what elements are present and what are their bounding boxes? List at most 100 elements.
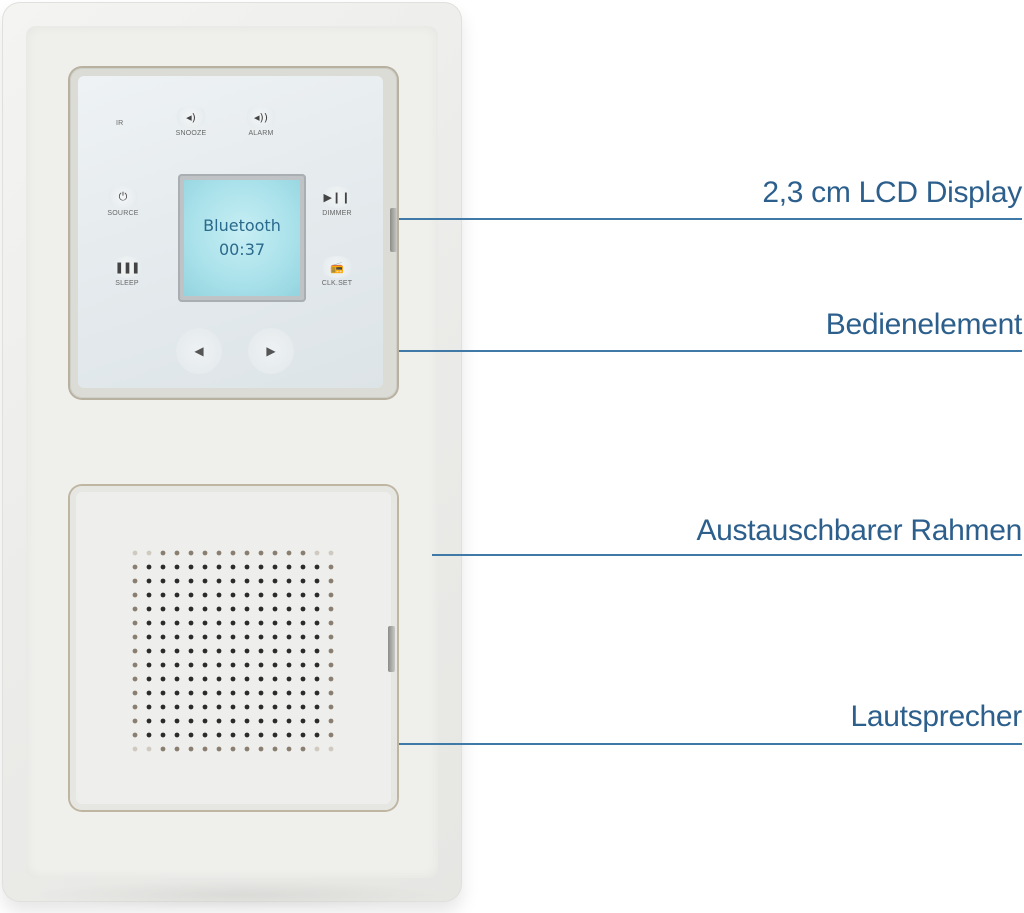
- grille-hole: [160, 732, 166, 738]
- grille-hole: [328, 606, 334, 612]
- grille-hole: [272, 578, 278, 584]
- grille-hole: [328, 648, 334, 654]
- grille-hole: [258, 746, 264, 752]
- left-button[interactable]: ◀: [176, 328, 222, 374]
- grille-hole: [146, 592, 152, 598]
- alarm-button[interactable]: ◂)) ALARM: [244, 106, 278, 137]
- grille-hole: [244, 732, 250, 738]
- grille-hole: [300, 746, 306, 752]
- frame-clip-bottom: [388, 626, 395, 672]
- grille-hole: [132, 676, 138, 682]
- grille-hole: [258, 718, 264, 724]
- grille-hole: [188, 718, 194, 724]
- grille-hole: [202, 662, 208, 668]
- grille-hole: [300, 592, 306, 598]
- clkset-button[interactable]: 📻 CLK.SET: [320, 256, 354, 287]
- grille-hole: [244, 676, 250, 682]
- grille-hole: [244, 550, 250, 556]
- grille-hole: [230, 592, 236, 598]
- grille-hole: [230, 550, 236, 556]
- dimmer-button[interactable]: ▶❙❙ DIMMER: [320, 186, 354, 217]
- grille-hole: [202, 690, 208, 696]
- speaker-grille: [132, 550, 334, 752]
- speaker-high-icon: ◂)): [244, 106, 278, 128]
- power-icon: ⏻: [106, 186, 140, 208]
- grille-hole: [188, 690, 194, 696]
- grille-hole: [258, 578, 264, 584]
- grille-hole: [174, 592, 180, 598]
- grille-hole: [174, 690, 180, 696]
- grille-hole: [188, 606, 194, 612]
- grille-hole: [202, 746, 208, 752]
- grille-hole: [300, 676, 306, 682]
- right-button[interactable]: ▶: [248, 328, 294, 374]
- grille-hole: [328, 578, 334, 584]
- grille-hole: [132, 732, 138, 738]
- grille-hole: [314, 676, 320, 682]
- grille-hole: [202, 592, 208, 598]
- grille-hole: [230, 746, 236, 752]
- grille-hole: [300, 564, 306, 570]
- grille-hole: [174, 676, 180, 682]
- callout-controls-line: [346, 350, 1022, 352]
- grille-hole: [132, 592, 138, 598]
- grille-hole: [286, 746, 292, 752]
- grille-hole: [160, 564, 166, 570]
- grille-hole: [244, 564, 250, 570]
- grille-hole: [146, 676, 152, 682]
- grille-hole: [230, 662, 236, 668]
- grille-hole: [328, 718, 334, 724]
- grille-hole: [272, 732, 278, 738]
- grille-hole: [132, 634, 138, 640]
- snooze-button[interactable]: ◂) SNOOZE: [174, 106, 208, 137]
- grille-hole: [216, 718, 222, 724]
- grille-hole: [230, 648, 236, 654]
- grille-hole: [216, 592, 222, 598]
- arrow-left-icon: ◀: [194, 344, 204, 358]
- grille-hole: [216, 550, 222, 556]
- grille-hole: [230, 606, 236, 612]
- grille-hole: [300, 606, 306, 612]
- grille-hole: [132, 648, 138, 654]
- grille-hole: [258, 676, 264, 682]
- lcd-line-source: Bluetooth: [203, 216, 281, 235]
- grille-hole: [286, 662, 292, 668]
- grille-hole: [328, 704, 334, 710]
- grille-hole: [146, 746, 152, 752]
- grille-hole: [272, 718, 278, 724]
- grille-hole: [244, 718, 250, 724]
- grille-hole: [188, 620, 194, 626]
- grille-hole: [160, 592, 166, 598]
- grille-hole: [314, 648, 320, 654]
- grille-hole: [314, 606, 320, 612]
- grille-hole: [188, 578, 194, 584]
- play-pause-icon: ▶❙❙: [320, 186, 354, 208]
- grille-hole: [216, 564, 222, 570]
- grille-hole: [146, 578, 152, 584]
- control-faceplate: IR ◂) SNOOZE ◂)) ALARM ⏻ SOURCE ▶❙❙ DIMM…: [78, 76, 383, 388]
- ir-sensor: IR: [116, 118, 123, 127]
- grille-hole: [328, 732, 334, 738]
- grille-hole: [202, 606, 208, 612]
- speaker-low-icon: ◂): [174, 106, 208, 128]
- grille-hole: [174, 718, 180, 724]
- grille-hole: [272, 592, 278, 598]
- grille-hole: [160, 676, 166, 682]
- grille-hole: [244, 578, 250, 584]
- grille-hole: [328, 662, 334, 668]
- grille-hole: [286, 676, 292, 682]
- grille-hole: [258, 592, 264, 598]
- grille-hole: [146, 634, 152, 640]
- grille-hole: [160, 704, 166, 710]
- callout-frame-line: [432, 554, 1022, 556]
- source-button[interactable]: ⏻ SOURCE: [106, 186, 140, 217]
- grille-hole: [174, 662, 180, 668]
- grille-hole: [286, 592, 292, 598]
- grille-hole: [146, 648, 152, 654]
- grille-hole: [230, 690, 236, 696]
- grille-hole: [230, 564, 236, 570]
- sleep-button[interactable]: ❚❚❚ SLEEP: [110, 256, 144, 287]
- grille-hole: [146, 564, 152, 570]
- grille-hole: [202, 634, 208, 640]
- grille-hole: [146, 690, 152, 696]
